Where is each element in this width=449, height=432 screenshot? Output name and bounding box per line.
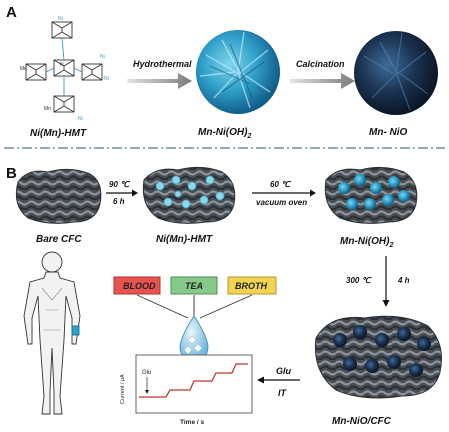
- mn-nio-sphere: [354, 31, 438, 115]
- sphere1-label: Mn-Ni(OH)2: [198, 127, 251, 140]
- plot-xlabel: Time / s: [180, 419, 204, 426]
- step2-arrowhead: [310, 189, 316, 197]
- molecule-label: Ni(Mn)-HMT: [30, 128, 87, 139]
- mn-nio-cfc-fabric: [314, 315, 442, 399]
- nio-microspheres: [333, 325, 431, 377]
- bare-cfc-fabric: [15, 168, 102, 224]
- bare-cfc-label: Bare CFC: [36, 234, 82, 245]
- atom-labels: Ni Mn Ni Ni N Mn Ni: [20, 16, 109, 122]
- oh2-microspheres: [338, 174, 410, 210]
- step3-arrowhead: [382, 300, 390, 307]
- sphere2-label: Mn- NiO: [369, 127, 408, 138]
- sample-connectors: [136, 294, 253, 319]
- hmt-unit-right: [81, 63, 103, 81]
- sample-boxes: BLOOD TEA BROTH: [113, 276, 277, 295]
- it-label: IT: [278, 388, 288, 398]
- broth-box: [227, 276, 277, 295]
- hmt-unit-bottom: [53, 95, 75, 113]
- hydrothermal-label: Hydrothermal: [133, 59, 192, 69]
- step3-time: 4 h: [397, 276, 410, 285]
- hmt-unit-left: [25, 63, 47, 81]
- atom-mn-2: Mn: [44, 106, 51, 112]
- step2-temp: 60 ℃: [270, 180, 291, 189]
- i-t-curve-plot: Current / μA Time / s Glu: [120, 354, 253, 426]
- step3-temp: 300 ℃: [346, 276, 372, 285]
- tea-box: [170, 276, 218, 295]
- step1-arrowhead: [132, 189, 138, 197]
- glu-label: Glu: [276, 366, 292, 376]
- blood-box: [113, 276, 161, 295]
- hydrothermal-arrow: [127, 73, 192, 89]
- atom-n: N: [60, 62, 64, 68]
- panel-b-label: B: [6, 165, 17, 182]
- mn-ni-oh2-cfc-label: Mn-Ni(OH)2: [340, 236, 393, 249]
- plot-ylabel: Current / μA: [120, 374, 126, 404]
- hmt-unit-top: [51, 21, 73, 39]
- human-body-figure: [23, 251, 81, 415]
- atom-ni: Ni: [58, 16, 63, 22]
- broth-label: BROTH: [235, 281, 267, 291]
- calcination-arrow: [290, 73, 355, 89]
- mn-ni-oh2-sphere: [196, 30, 280, 114]
- wearable-sensor-icon: [71, 325, 80, 336]
- atom-mn: Mn: [20, 66, 27, 72]
- blood-label: BLOOD: [123, 281, 156, 291]
- atom-ni-2: Ni: [100, 54, 105, 60]
- atom-ni-4: Ni: [78, 116, 83, 122]
- ni-mn-hmt-molecule: [25, 21, 103, 113]
- current-trace: [139, 363, 248, 398]
- atom-ni-3: Ni: [104, 76, 109, 82]
- panel-a-label: A: [6, 4, 17, 21]
- tea-label: TEA: [185, 281, 203, 291]
- hmt-unit-center: [53, 59, 75, 77]
- step1-temp: 90 ℃: [109, 180, 130, 189]
- mn-ni-oh2-cfc-fabric: [324, 166, 418, 224]
- hmt-cfc-fabric: [142, 166, 236, 224]
- step2-cond: vacuum oven: [256, 198, 307, 207]
- hmt-crystals: [155, 175, 225, 209]
- calcination-label: Calcination: [296, 59, 345, 69]
- plot-annotation: Glu: [142, 370, 151, 376]
- detect-arrowhead: [257, 376, 264, 384]
- step1-time: 6 h: [113, 197, 125, 206]
- annotation-arrowhead: [145, 390, 149, 394]
- final-label: Mn-NiO/CFC: [332, 416, 392, 427]
- hmt-cfc-label: Ni(Mn)-HMT: [156, 234, 213, 245]
